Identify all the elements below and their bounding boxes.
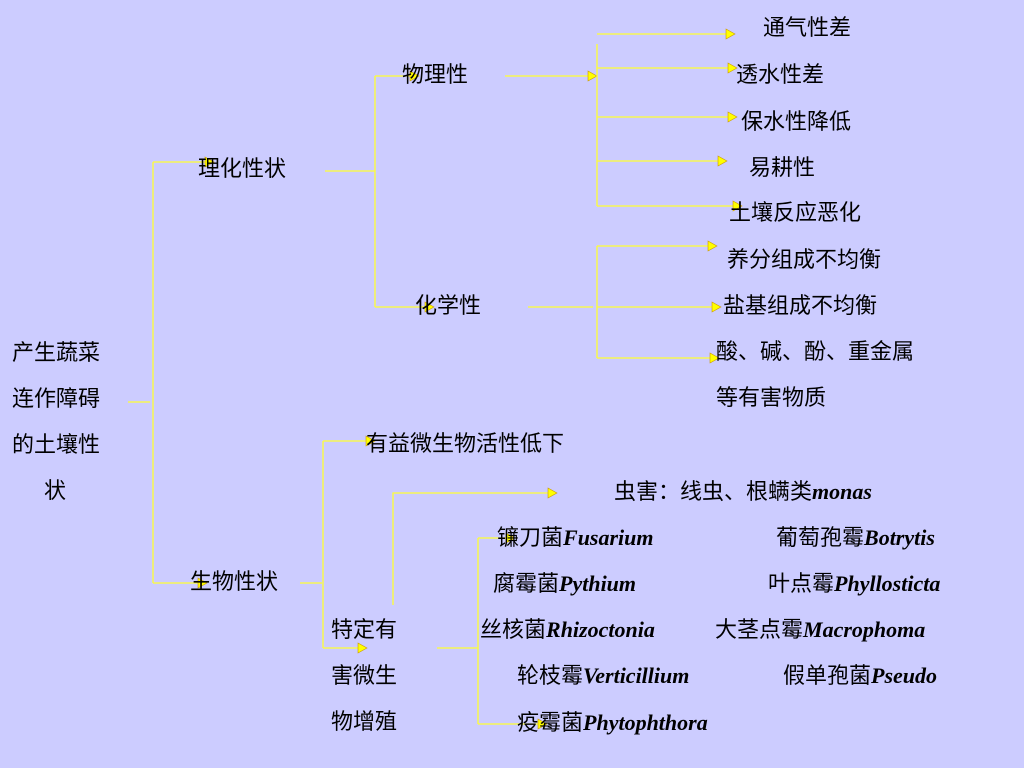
physical-item: 透水性差 <box>736 63 825 88</box>
node-bio: 生物性状 <box>190 570 279 595</box>
chemical-item: 等有害物质 <box>716 386 827 411</box>
physical-item: 保水性降低 <box>741 110 852 135</box>
node-harmful-2: 害微生 <box>331 664 398 689</box>
node-harmful-1: 特定有 <box>331 618 398 643</box>
pathogen-item: 葡萄孢霉Botrytis <box>776 525 935 551</box>
pathogen-item: 假单孢菌Pseudo <box>783 663 938 689</box>
root-line-1: 产生蔬菜 <box>12 341 101 366</box>
pathogen-item: 大茎点霉Macrophoma <box>715 617 926 643</box>
chemical-item: 养分组成不均衡 <box>727 248 882 273</box>
physical-item: 土壤反应恶化 <box>729 201 862 226</box>
chemical-item: 盐基组成不均衡 <box>723 294 878 319</box>
chemical-item: 酸、碱、酚、重金属 <box>716 340 915 365</box>
pest-item: 虫害：线虫、根螨类monas <box>614 479 872 505</box>
node-harmful-3: 物增殖 <box>331 710 398 735</box>
pathogen-item: 丝核菌Rhizoctonia <box>480 617 655 643</box>
arrow-bio <box>197 577 208 589</box>
node-chemical: 化学性 <box>415 294 482 319</box>
pathogen-item: 镰刀菌Fusarium <box>497 525 654 551</box>
pathogen-item: 叶点霉Phyllosticta <box>768 571 941 597</box>
arrow-physical <box>409 70 420 82</box>
node-beneficial: 有益微生物活性低下 <box>366 432 565 457</box>
pathogen-item: 轮枝霉Verticillium <box>517 663 690 689</box>
node-physchem: 理化性状 <box>198 157 287 182</box>
arrow-physchem <box>204 156 215 168</box>
pathogen-item: 疫霉菌Phytophthora <box>517 710 708 736</box>
physical-item: 易耕性 <box>749 156 816 181</box>
pathogen-item: 腐霉菌Pythium <box>493 571 637 597</box>
root-line-4: 状 <box>44 479 67 504</box>
node-physical: 物理性 <box>402 63 469 88</box>
root-line-2: 连作障碍 <box>12 387 101 412</box>
root-line-3: 的土壤性 <box>12 433 101 458</box>
physical-item: 通气性差 <box>763 16 852 41</box>
arrow-chemical <box>424 301 435 313</box>
